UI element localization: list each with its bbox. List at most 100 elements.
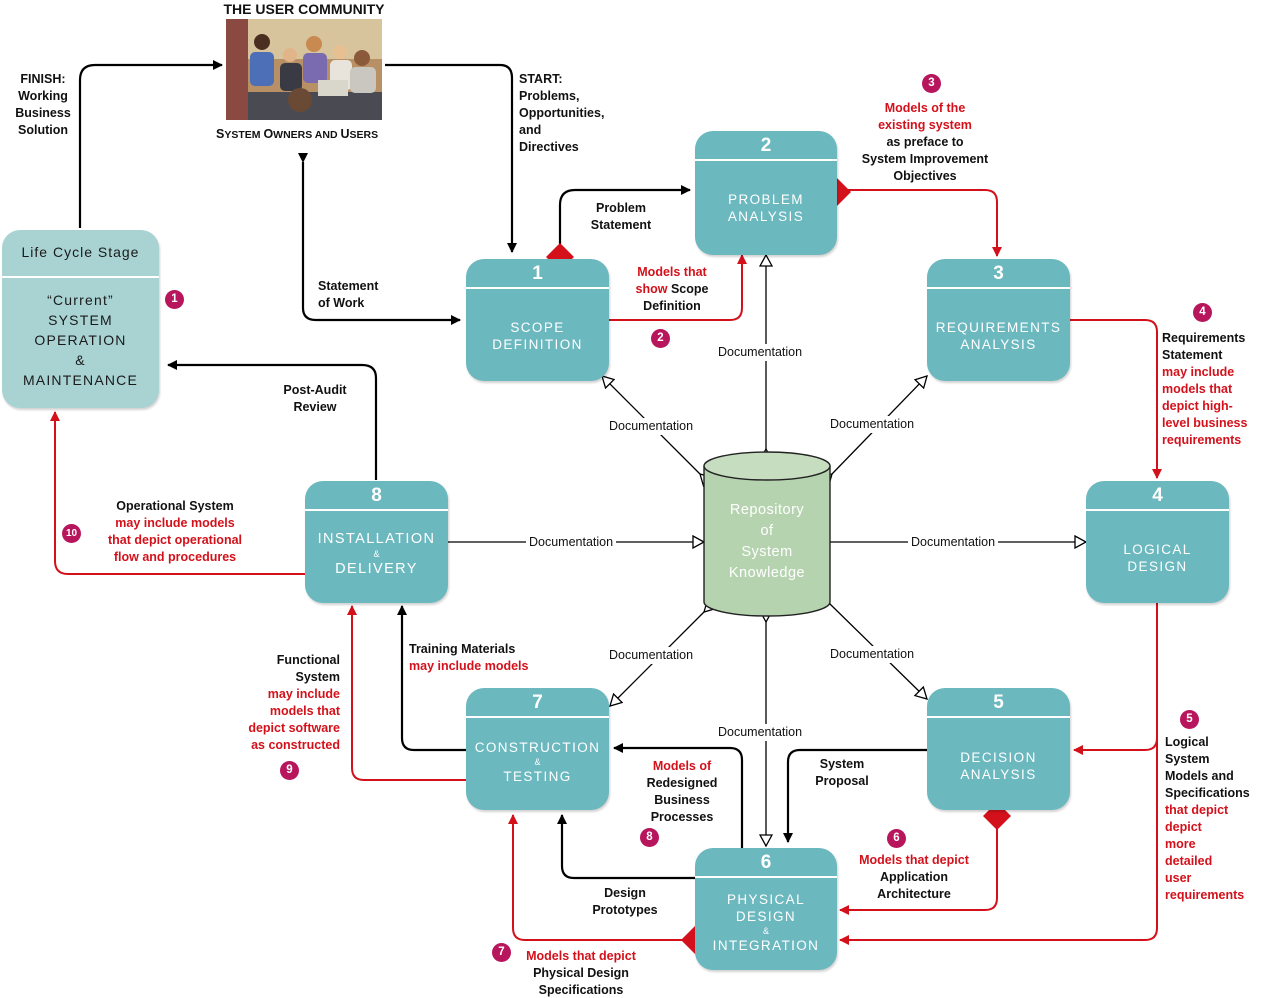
training-flow — [397, 605, 466, 752]
badge-4: 4 — [1193, 303, 1212, 322]
requirements-flow — [1070, 319, 1162, 479]
stage-divider — [466, 287, 609, 289]
start-flow — [385, 63, 517, 253]
badge-1: 1 — [165, 290, 184, 309]
lifecycle-stage-box[interactable]: Life Cycle Stage “Current” SYSTEM OPERAT… — [2, 230, 159, 408]
stage-divider — [927, 287, 1070, 289]
repository-line: Knowledge — [728, 565, 806, 581]
badge-5: 5 — [1180, 710, 1199, 729]
red-flow-lines — [50, 189, 1162, 945]
lifecycle-line-operation: OPERATION — [34, 332, 127, 348]
documentation-label: Documentation — [908, 534, 999, 551]
repository-label: Repository of System Knowledge — [704, 500, 830, 584]
logical-to-physical-flow — [839, 603, 1158, 945]
application-architecture-label: Models that depict Application Architect… — [859, 853, 969, 901]
black-flow-lines — [78, 60, 928, 880]
stage-number: 4 — [1152, 485, 1163, 506]
badge-9: 9 — [280, 761, 299, 780]
badge-2: 2 — [651, 329, 670, 348]
functional-system-flow — [347, 605, 466, 781]
badge-7: 7 — [492, 943, 511, 962]
lifecycle-line-current: “Current” — [47, 292, 114, 308]
app-architecture-flow — [839, 818, 998, 915]
documentation-label: Documentation — [609, 418, 694, 435]
training-materials-label: Training Materials may include models — [409, 642, 529, 673]
stage-title: CONSTRUCTION&TESTING — [474, 740, 601, 784]
statement-of-work-flow — [298, 153, 461, 325]
documentation-label: Documentation — [718, 724, 803, 741]
logical-to-decision-flow — [1073, 603, 1158, 755]
lifecycle-header: Life Cycle Stage — [21, 244, 140, 260]
badge-3: 3 — [922, 74, 941, 93]
user-community-photo — [226, 19, 382, 120]
logical-models-label: Logical System Models and Specifications… — [1165, 735, 1250, 902]
operational-system-flow — [50, 411, 305, 575]
documentation-label: Documentation — [830, 646, 915, 663]
stage-number: 1 — [532, 263, 543, 284]
documentation-label: Documentation — [609, 647, 694, 664]
stage-number: 6 — [760, 852, 772, 873]
stage-number: 3 — [993, 263, 1004, 284]
physical-specs-label: Models that depict Physical Design Speci… — [526, 949, 636, 997]
redesigned-processes-flow — [613, 743, 744, 848]
stage-number: 5 — [993, 692, 1004, 713]
design-prototypes-flow — [557, 814, 695, 880]
repository-line: Repository — [729, 502, 805, 518]
stage-construction-testing[interactable]: 7 CONSTRUCTION&TESTING — [466, 688, 609, 810]
redesigned-processes-label: Models of Redesigned Business Processes — [646, 759, 718, 824]
badge-8: 8 — [640, 828, 659, 847]
physical-specs-flow — [508, 814, 695, 941]
scope-models-label: Models that show Scope Definition — [635, 265, 709, 313]
stage-divider — [305, 509, 448, 511]
documentation-label: Documentation — [718, 344, 803, 361]
stage-divider — [695, 159, 837, 161]
repository-cylinder — [703, 451, 831, 617]
lifecycle-line-system: SYSTEM — [48, 312, 113, 328]
existing-models-label: Models of the existing system as preface… — [861, 101, 989, 183]
functional-system-label: Functional System may include models tha… — [248, 653, 340, 752]
stage-number: 2 — [760, 135, 772, 156]
requirements-statement-label: Requirements Statement may include model… — [1162, 331, 1248, 447]
finish-flow — [78, 60, 223, 228]
badge-10: 10 — [62, 524, 81, 543]
lifecycle-line-maintenance: MAINTENANCE — [22, 372, 139, 388]
stage-title: INSTALLATION&DELIVERY — [317, 531, 436, 577]
lifecycle-line-amp: & — [75, 352, 86, 368]
operational-system-label: Operational System may include models th… — [107, 499, 243, 564]
stage-divider — [695, 876, 837, 878]
repository-line: System — [741, 544, 793, 560]
documentation-label: Documentation — [830, 416, 915, 433]
stage-number: 8 — [371, 485, 382, 506]
stage-installation-delivery[interactable]: 8 INSTALLATION&DELIVERY — [305, 481, 448, 603]
badge-6: 6 — [887, 829, 906, 848]
community-title: THE USER COMMUNITY — [223, 1, 385, 17]
stage-number: 7 — [532, 692, 543, 713]
existing-models-flow — [837, 189, 1002, 257]
repository-line: of — [760, 523, 774, 539]
stage-divider — [927, 716, 1070, 718]
lifecycle-divider — [2, 276, 159, 278]
community-caption: SYSTEM OWNERS AND USERS — [216, 127, 379, 141]
problem-statement-flow — [558, 185, 691, 247]
scope-models-flow — [609, 254, 747, 321]
